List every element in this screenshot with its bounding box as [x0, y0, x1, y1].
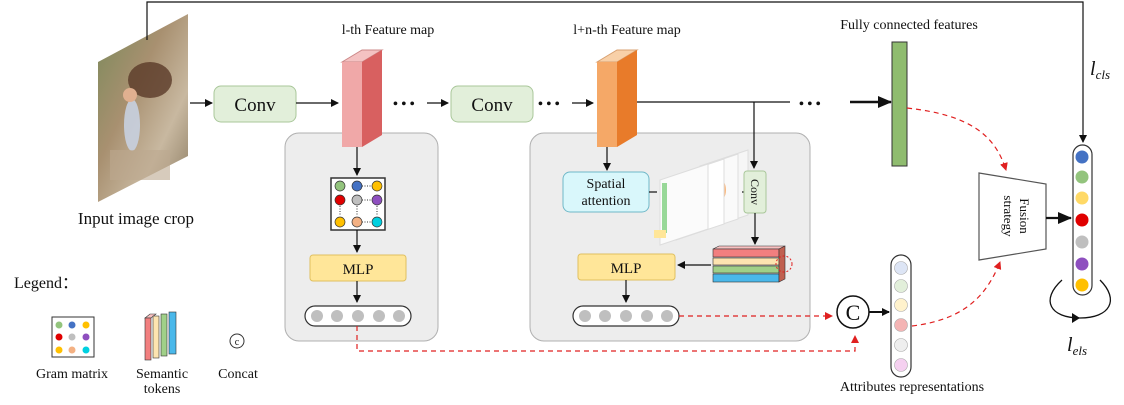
- legend-title: Legend：: [14, 275, 78, 292]
- attention-maps: [654, 149, 749, 246]
- mlp-box-1: [309, 254, 407, 282]
- fusion-strategy-block: [978, 172, 1047, 261]
- top-skip-connection: [146, 1, 1087, 143]
- legend-gram-icon: [51, 316, 95, 358]
- gram-matrix: [330, 177, 386, 231]
- small-conv-label: Conv: [748, 179, 762, 205]
- input-label: Input image crop: [78, 209, 194, 228]
- mlp-label-1: MLP: [343, 262, 374, 278]
- token-vector-1: [304, 305, 412, 327]
- ellipsis-2: • • •: [538, 97, 560, 112]
- ellipsis-1: • • •: [393, 97, 415, 112]
- semantic-tokens-stack: [712, 245, 793, 283]
- ln-th-feature-label: l+n-th Feature map: [573, 23, 680, 38]
- conv-box-2: [450, 85, 534, 123]
- l-th-feature-map: [340, 49, 384, 147]
- conv-label-1: Conv: [234, 95, 276, 116]
- legend-gram-label: Gram matrix: [36, 367, 108, 382]
- dashed-attributes-to-fusion: [911, 261, 1002, 327]
- els-loop-arrowhead: [1072, 313, 1080, 323]
- loss-cls-label: lcls: [1090, 58, 1110, 82]
- mlp-label-2: MLP: [611, 261, 642, 277]
- ln-th-feature-map: [595, 49, 639, 147]
- l-th-feature-label: l-th Feature map: [342, 23, 435, 38]
- ellipsis-3: • • •: [799, 97, 821, 112]
- fusion-label-line1: Fusion: [1017, 198, 1032, 234]
- loss-els-label: lels: [1067, 334, 1087, 358]
- attributes-vector: [890, 254, 912, 378]
- input-image: [98, 14, 188, 202]
- legend-concat-label: Concat: [218, 367, 258, 382]
- legend-concat-icon: [229, 333, 245, 349]
- attributes-label: Attributes representations: [840, 380, 984, 395]
- spatial-label-line1: Spatial: [587, 177, 626, 192]
- output-class-vector: [1072, 144, 1093, 296]
- token-vector-2: [572, 305, 680, 327]
- legend-semantic-label-2: tokens: [144, 382, 181, 397]
- concat-symbol: C: [846, 300, 861, 325]
- dashed-fc-to-fusion: [906, 107, 1008, 171]
- conv-box-1: [213, 85, 297, 123]
- legend-semantic-icon: [144, 311, 177, 361]
- conv-label-2: Conv: [471, 95, 513, 116]
- fc-features-bar: [891, 41, 908, 167]
- legend-concat-symbol: c: [235, 337, 240, 348]
- fusion-label-line2: strategy: [1001, 195, 1016, 237]
- spatial-label-line2: attention: [582, 194, 631, 209]
- legend-semantic-label-1: Semantic: [136, 367, 188, 382]
- fc-label: Fully connected features: [840, 18, 978, 33]
- dashed-vector1-to-concat: [356, 326, 859, 352]
